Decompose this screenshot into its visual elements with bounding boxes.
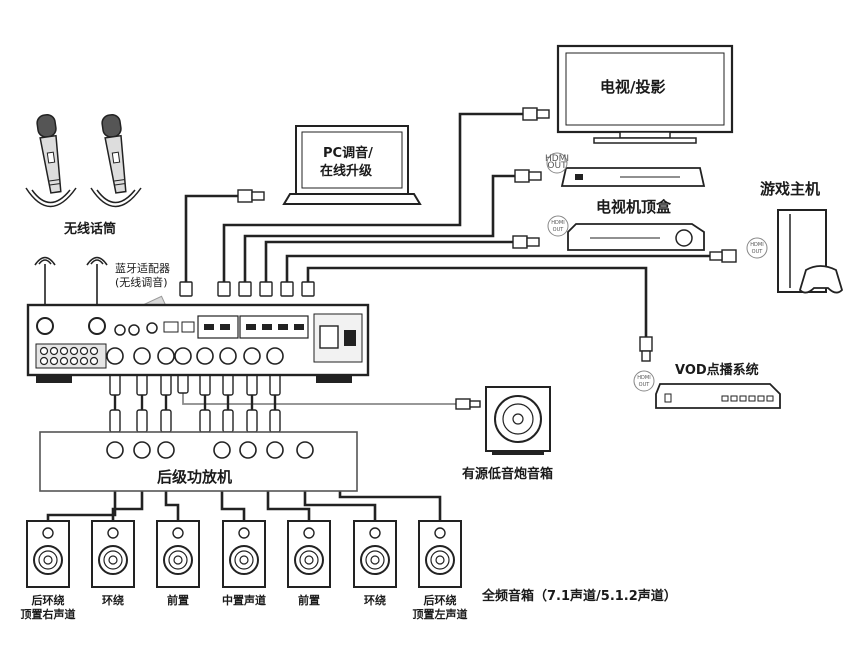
speaker-icon <box>287 520 331 588</box>
bt-adapter-label: 蓝牙适配器 <box>115 262 170 275</box>
usb-plug-icon <box>237 189 265 203</box>
hdmi-plug-icon <box>709 249 737 263</box>
speaker-label: 环绕 <box>102 593 124 607</box>
amplifier-label: 后级功放机 <box>157 468 232 486</box>
hdmi-plug-icon <box>514 169 542 183</box>
speaker-icon <box>156 520 200 588</box>
power-amplifier <box>39 431 358 492</box>
bt-adapter-sublabel: (无线调音) <box>115 275 168 289</box>
pc-sublabel: 在线升级 <box>320 163 373 179</box>
tv-label: 电视/投影 <box>600 78 665 96</box>
svg-text:OUT: OUT <box>547 161 567 171</box>
full-range-label: 全频音箱（7.1声道/5.1.2声道） <box>481 588 677 604</box>
svg-text:OUT: OUT <box>639 382 651 388</box>
game-console-icon <box>777 209 844 294</box>
game-console-label: 游戏主机 <box>760 180 820 198</box>
main-unit-rear-panel <box>26 303 370 383</box>
speaker-icon <box>26 520 70 588</box>
speaker-row: 后环绕顶置右声道环绕前置中置声道前置环绕后环绕顶置左声道 <box>21 520 468 621</box>
speaker-icon <box>91 520 135 588</box>
svg-text:HDMI: HDMI <box>545 154 569 164</box>
laptop-icon <box>282 125 422 205</box>
svg-text:HDMI: HDMI <box>551 220 564 226</box>
hdmi-out-badge: HDMI OUT <box>746 237 768 259</box>
svg-text:HDMI: HDMI <box>637 375 650 381</box>
media-player-icon <box>560 167 706 187</box>
tv-icon <box>556 44 734 144</box>
hdmi-plug-icon <box>639 336 653 362</box>
wireless-mic-label: 无线话筒 <box>63 221 116 237</box>
vod-server-icon <box>655 383 781 409</box>
svg-text:HDMI: HDMI <box>750 242 763 248</box>
speaker-sublabel: 顶置左声道 <box>413 607 468 621</box>
hdmi-out-badge: HDMI OUT <box>547 215 569 237</box>
cables <box>46 112 722 521</box>
speaker-icon <box>222 520 266 588</box>
speaker-label: 后环绕 <box>32 593 65 607</box>
subwoofer-label: 有源低音炮音箱 <box>462 466 553 482</box>
antenna-icon <box>34 256 108 307</box>
hdmi-plug-row <box>179 281 315 297</box>
xlr-connectors <box>109 372 281 433</box>
speaker-icon <box>353 520 397 588</box>
speaker-sublabel: 顶置右声道 <box>21 607 76 621</box>
hdmi-plug-icon <box>512 235 540 249</box>
speaker-label: 中置声道 <box>222 593 266 607</box>
speaker-label: 前置 <box>167 593 189 607</box>
hdmi-out-badge: HDMI OUT <box>545 152 569 174</box>
svg-text:OUT: OUT <box>752 249 764 255</box>
set-top-box-icon <box>567 223 705 251</box>
vod-label: VOD点播系统 <box>675 362 759 378</box>
wireless-mic-icon <box>25 114 142 208</box>
svg-text:OUT: OUT <box>553 227 565 233</box>
hdmi-out-badge: HDMI OUT <box>633 370 655 392</box>
pc-label: PC调音/ <box>323 145 373 161</box>
speaker-label: 后环绕 <box>424 593 457 607</box>
speaker-icon <box>418 520 462 588</box>
subwoofer-icon <box>485 386 551 455</box>
hdmi-plug-icon <box>522 107 550 121</box>
rca-plug-icon <box>455 398 481 410</box>
stb-label: 电视机顶盒 <box>596 198 672 216</box>
speaker-label: 前置 <box>298 593 320 607</box>
speaker-label: 环绕 <box>364 593 386 607</box>
